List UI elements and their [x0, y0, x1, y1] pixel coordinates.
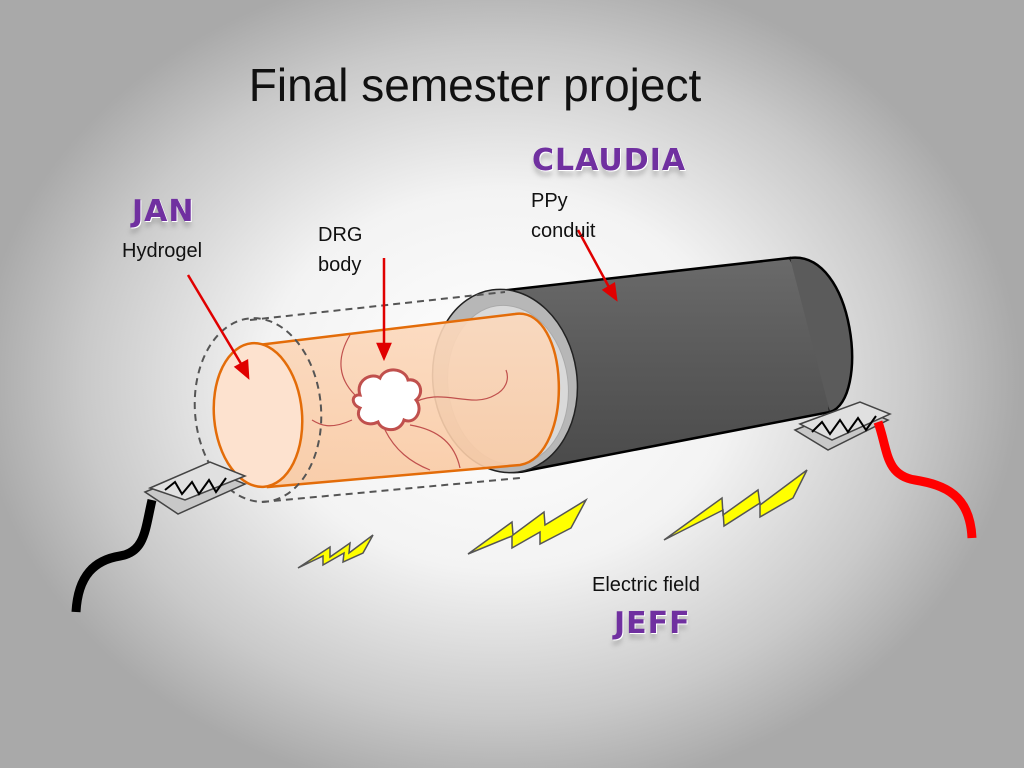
black-wire — [71, 498, 157, 613]
slide-title: Final semester project — [248, 59, 702, 111]
red-wire — [873, 420, 977, 539]
label-drg-line2: body — [318, 254, 362, 276]
label-ppy-line2: conduit — [531, 220, 596, 242]
drg-body-cluster — [351, 368, 423, 432]
label-ppy-line1: PPy — [531, 190, 568, 212]
left-electrode-clip — [143, 461, 248, 515]
drg-arrow — [376, 258, 392, 362]
ppy-arrow — [576, 229, 618, 302]
label-drg-line1: DRG — [318, 224, 363, 246]
hydrogel-cylinder — [212, 312, 561, 489]
hydrogel-arrow — [186, 274, 250, 380]
lightning-bolt-medium — [467, 497, 588, 555]
name-claudia: CLAUDIA — [532, 143, 687, 178]
label-hydrogel: Hydrogel — [122, 240, 203, 262]
hydrogel-end-face — [212, 341, 304, 489]
name-jeff: JEFF — [614, 606, 691, 641]
right-electrode-clip — [793, 401, 892, 451]
neurites — [311, 334, 508, 471]
lightning-bolt-large — [663, 469, 808, 541]
lightning-bolts — [297, 469, 808, 569]
label-electric-field: Electric field — [592, 574, 700, 596]
label-drg-body: DRG body — [318, 220, 362, 280]
insertion-outline — [193, 291, 521, 503]
label-ppy-conduit: PPy conduit — [531, 186, 596, 246]
conduit-end-cap — [789, 256, 854, 414]
name-jan: JAN — [132, 194, 195, 229]
pointer-arrows — [186, 229, 618, 380]
lightning-bolt-small — [297, 534, 374, 569]
